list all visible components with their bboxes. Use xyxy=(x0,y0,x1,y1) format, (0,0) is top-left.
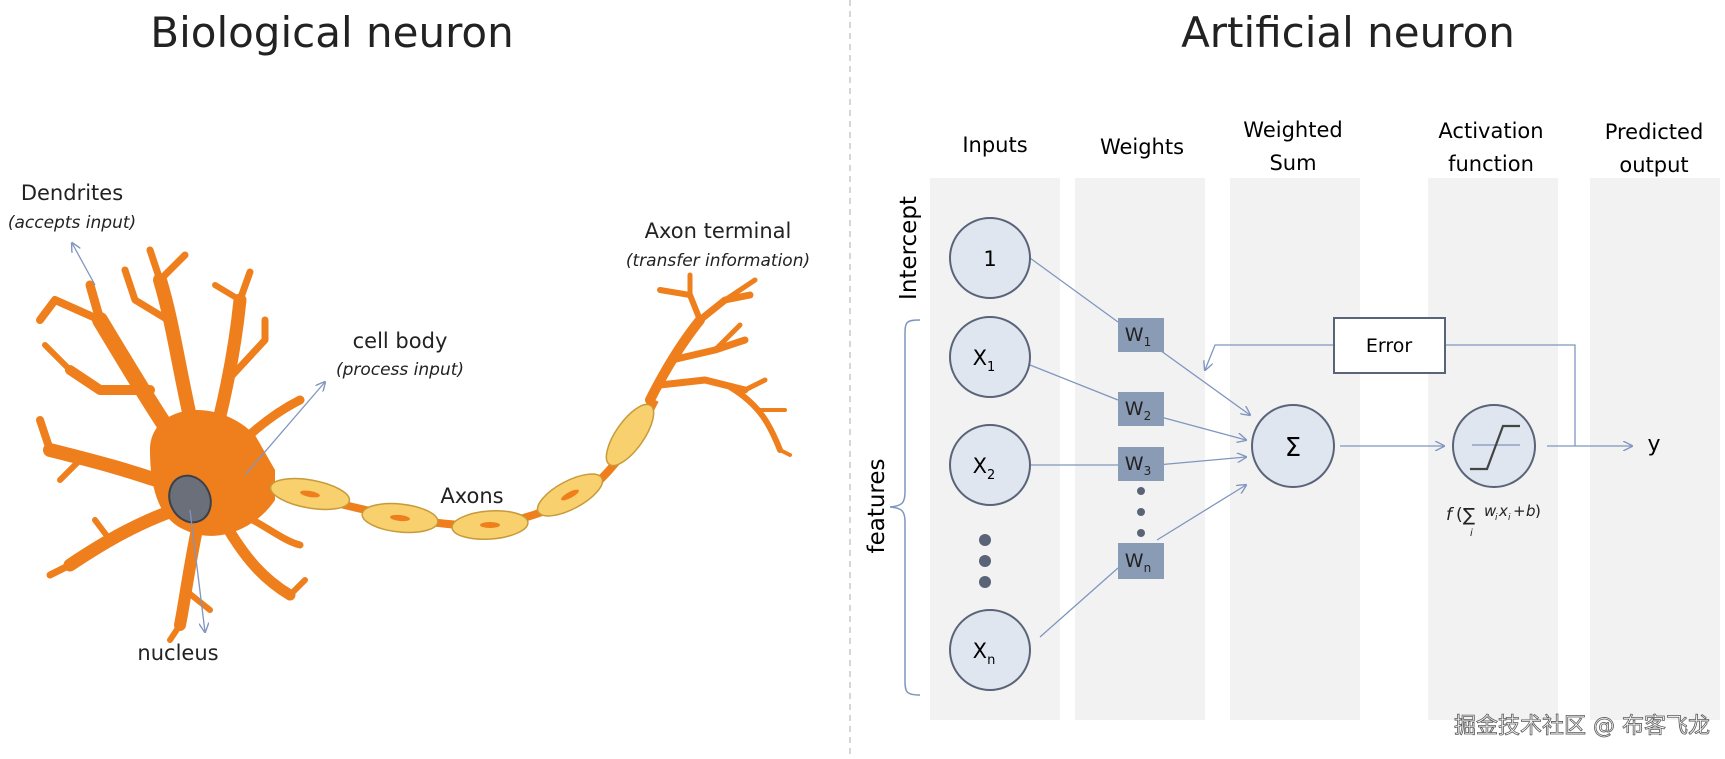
svg-text:Error: Error xyxy=(1366,335,1413,357)
input-node-bias: 1 xyxy=(949,217,1031,299)
dendrites-label: Dendrites xyxy=(21,181,123,205)
axon-terminal-label: Axon terminal xyxy=(645,219,792,243)
svg-text:i: i xyxy=(1508,513,1511,523)
weight-w3: W3 xyxy=(1118,447,1164,481)
activation-formula: f ( ∑ i w i x i + b ) xyxy=(1446,502,1541,539)
svg-text:w: w xyxy=(1484,502,1497,520)
biological-neuron-panel: Biological neuron xyxy=(8,8,810,665)
column-predicted-header-1: Predicted xyxy=(1605,120,1704,144)
input-ellipsis xyxy=(979,534,991,588)
weight-w1: W1 xyxy=(1118,318,1164,352)
column-weighted-sum-header-1: Weighted xyxy=(1243,118,1342,142)
svg-text:+: + xyxy=(1513,502,1526,520)
axons-label: Axons xyxy=(440,484,503,508)
column-activation-header-2: function xyxy=(1448,152,1534,176)
input-node-x1: X1 xyxy=(949,316,1031,398)
step-function-icon xyxy=(1470,424,1520,471)
svg-text:W3: W3 xyxy=(1125,453,1151,478)
nucleus-label: nucleus xyxy=(137,641,218,665)
nucleus-pointer xyxy=(189,509,205,632)
svg-text:W1: W1 xyxy=(1125,324,1151,349)
nucleus xyxy=(168,474,212,524)
svg-text:(: ( xyxy=(1456,505,1463,525)
svg-text:X1: X1 xyxy=(973,346,996,375)
intercept-label: Intercept xyxy=(896,196,922,300)
svg-text:Wn: Wn xyxy=(1125,550,1151,575)
input-node-x2: X2 xyxy=(949,424,1031,506)
connections xyxy=(1029,257,1632,638)
svg-text:∑: ∑ xyxy=(1463,505,1475,526)
svg-text:X2: X2 xyxy=(973,454,996,483)
svg-text:W2: W2 xyxy=(1125,398,1151,423)
dendrites-pointer xyxy=(72,243,96,286)
svg-text:i: i xyxy=(1470,528,1473,539)
input-node-xn: Xn xyxy=(949,609,1031,691)
output-y: y xyxy=(1647,432,1660,457)
svg-text:i: i xyxy=(1495,513,1498,523)
weight-wn: Wn xyxy=(1118,543,1164,579)
svg-text:Xn: Xn xyxy=(973,639,996,668)
svg-text:1: 1 xyxy=(983,247,996,271)
activation-node xyxy=(1452,404,1536,488)
axon-terminal-sublabel: (transfer information) xyxy=(626,251,810,271)
features-brace xyxy=(889,319,921,696)
artificial-title: Artificial neuron xyxy=(1181,8,1515,57)
axon xyxy=(269,398,659,540)
cell-body-label: cell body xyxy=(353,329,448,353)
column-inputs-header: Inputs xyxy=(962,133,1027,157)
features-label: features xyxy=(864,458,890,553)
dendrites-sublabel: (accepts input) xyxy=(8,213,136,233)
error-box: Error xyxy=(1333,317,1446,374)
svg-text:f: f xyxy=(1446,505,1455,525)
artificial-neuron-panel: Artificial neuron Inputs Weights Weighte… xyxy=(864,8,1720,720)
watermark: 掘金技术社区 @ 布客飞龙 xyxy=(1454,714,1710,739)
svg-text:x: x xyxy=(1498,502,1508,520)
cell-body-sublabel: (process input) xyxy=(336,360,464,380)
cell-body-pointer xyxy=(244,382,325,476)
weight-w2: W2 xyxy=(1118,392,1164,426)
column-weighted-sum-header-2: Sum xyxy=(1269,151,1316,175)
axon-terminal xyxy=(645,272,792,457)
weight-ellipsis xyxy=(1137,487,1145,537)
biological-title: Biological neuron xyxy=(150,8,513,57)
column-activation-header-1: Activation xyxy=(1438,119,1543,143)
sigma-symbol: Σ xyxy=(1285,433,1301,463)
summation-node: Σ xyxy=(1251,404,1335,488)
neuron-illustration xyxy=(36,246,792,643)
column-predicted-header-2: output xyxy=(1619,153,1688,177)
svg-text:b: b xyxy=(1526,502,1536,520)
column-weights-header: Weights xyxy=(1100,135,1184,159)
svg-text:): ) xyxy=(1535,502,1541,520)
